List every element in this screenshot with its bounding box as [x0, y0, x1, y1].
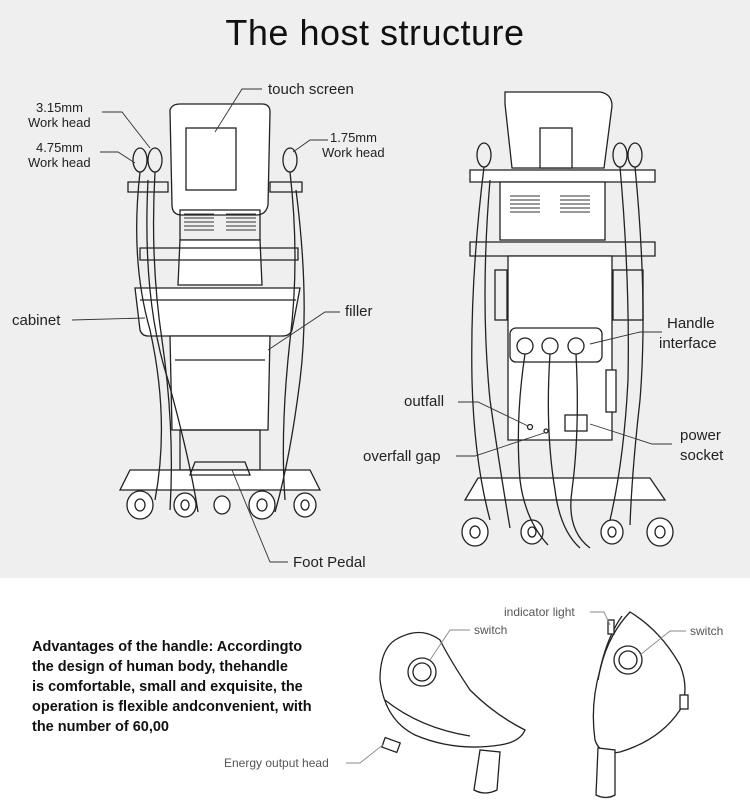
advantages-line2: the design of human body, thehandle — [32, 659, 288, 675]
label-touch-screen: touch screen — [268, 81, 354, 98]
advantages-line3: is comfortable, small and exquisite, the — [32, 679, 303, 695]
foot-pedal-shape — [189, 461, 251, 476]
label-switch-left: switch — [474, 623, 507, 637]
advantages-line4: operation is flexible andconvenient, wit… — [32, 699, 312, 715]
front-view-machine — [118, 103, 322, 520]
switch-button-left — [407, 657, 437, 687]
page-title: The host structure — [225, 12, 525, 53]
switch-button-right — [613, 645, 643, 675]
label-head-475-line1: 4.75mm — [36, 140, 83, 155]
label-energy-output-head: Energy output head — [224, 756, 329, 770]
back-view-machine — [461, 91, 674, 549]
label-foot-pedal: Foot Pedal — [293, 554, 366, 571]
touch-screen-display — [185, 127, 237, 191]
advantages-line1: Advantages of the handle: Accordingto — [32, 639, 302, 655]
label-power-socket-line1: power — [680, 427, 721, 444]
label-handle-interface-line1: Handle — [667, 315, 715, 332]
label-indicator-light: indicator light — [504, 605, 575, 619]
handle-left — [379, 631, 526, 794]
label-head-315-line1: 3.15mm — [36, 100, 83, 115]
power-socket-shape — [564, 414, 588, 432]
cabinet-basket — [134, 287, 301, 337]
advantages-line5: the number of 60,00 — [32, 719, 169, 735]
label-filler: filler — [345, 303, 373, 320]
label-head-315-line2: Work head — [28, 115, 91, 130]
label-handle-interface-line2: interface — [659, 335, 717, 352]
label-power-socket-line2: socket — [680, 447, 724, 464]
label-head-175-line1: 1.75mm — [330, 130, 377, 145]
handle-right — [592, 611, 689, 799]
label-head-175-line2: Work head — [322, 145, 385, 160]
label-switch-right: switch — [690, 624, 723, 638]
label-cabinet: cabinet — [12, 312, 61, 329]
label-outfall: outfall — [404, 393, 444, 410]
label-head-475-line2: Work head — [28, 155, 91, 170]
label-overfall-gap: overfall gap — [363, 448, 441, 465]
